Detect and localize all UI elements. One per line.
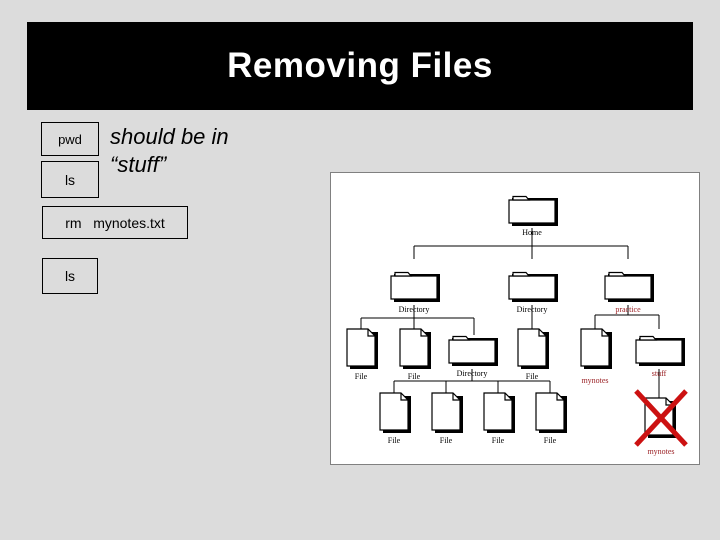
file-icon — [379, 392, 412, 434]
tree-node-label: stuff — [652, 369, 667, 378]
tree-node-label: mynotes — [581, 376, 608, 385]
tree-node-label: File — [544, 436, 557, 445]
tree-node-label: Directory — [457, 369, 488, 378]
command-box-rm-mynotes[interactable]: rm mynotes.txt — [42, 206, 188, 239]
directory-tree-panel: Home Directory Directory practice File F… — [330, 172, 700, 465]
tree-node-label: File — [492, 436, 505, 445]
folder-icon — [635, 335, 686, 367]
tree-node-practice[interactable]: practice — [604, 271, 655, 315]
tree-node-label: File — [526, 372, 539, 381]
annotation-line-1: should be in — [110, 124, 229, 149]
tree-node-file-c2[interactable]: File — [431, 392, 464, 445]
annotation-note: should be in “stuff” — [110, 123, 310, 179]
file-icon — [483, 392, 516, 434]
tree-node-label: Directory — [517, 305, 548, 314]
tree-node-directory-a[interactable]: Directory — [390, 271, 441, 315]
folder-icon — [448, 335, 499, 367]
tree-node-mynotes-deleted[interactable]: mynotes — [634, 389, 688, 456]
file-icon — [517, 328, 550, 370]
tree-node-file-c4[interactable]: File — [535, 392, 568, 445]
tree-node-directory-b[interactable]: Directory — [508, 271, 559, 315]
tree-node-stuff[interactable]: stuff — [635, 335, 686, 379]
annotation-line-2: “stuff” — [110, 152, 167, 178]
command-box-ls-first[interactable]: ls — [41, 161, 99, 198]
file-icon — [580, 328, 613, 370]
tree-node-directory-a3[interactable]: Directory — [448, 335, 499, 379]
tree-node-label: practice — [615, 305, 641, 314]
tree-node-label: mynotes — [647, 447, 674, 456]
folder-icon — [508, 195, 559, 227]
command-box-pwd[interactable]: pwd — [41, 122, 99, 156]
tree-node-label: File — [388, 436, 401, 445]
tree-node-mynotes-practice[interactable]: mynotes — [580, 328, 613, 385]
file-icon — [535, 392, 568, 434]
delete-cross-icon — [634, 389, 688, 447]
tree-node-file-a1[interactable]: File — [346, 328, 379, 381]
file-icon — [346, 328, 379, 370]
tree-node-label: File — [355, 372, 368, 381]
folder-icon — [390, 271, 441, 303]
file-icon — [431, 392, 464, 434]
tree-node-label: File — [408, 372, 421, 381]
file-icon — [399, 328, 432, 370]
page-title: Removing Files — [227, 46, 493, 85]
tree-node-file-a2[interactable]: File — [399, 328, 432, 381]
tree-node-file-b1[interactable]: File — [517, 328, 550, 381]
tree-node-file-c1[interactable]: File — [379, 392, 412, 445]
folder-icon — [508, 271, 559, 303]
command-box-ls-second[interactable]: ls — [42, 258, 98, 294]
tree-connectors — [360, 228, 660, 398]
folder-icon — [604, 271, 655, 303]
tree-node-label: Directory — [399, 305, 430, 314]
directory-tree-diagram: Home Directory Directory practice File F… — [346, 195, 688, 456]
tree-node-file-c3[interactable]: File — [483, 392, 516, 445]
tree-node-label: File — [440, 436, 453, 445]
slide-title-bar: Removing Files — [27, 22, 693, 110]
tree-node-home[interactable]: Home — [508, 195, 559, 238]
tree-node-label: Home — [522, 228, 542, 237]
